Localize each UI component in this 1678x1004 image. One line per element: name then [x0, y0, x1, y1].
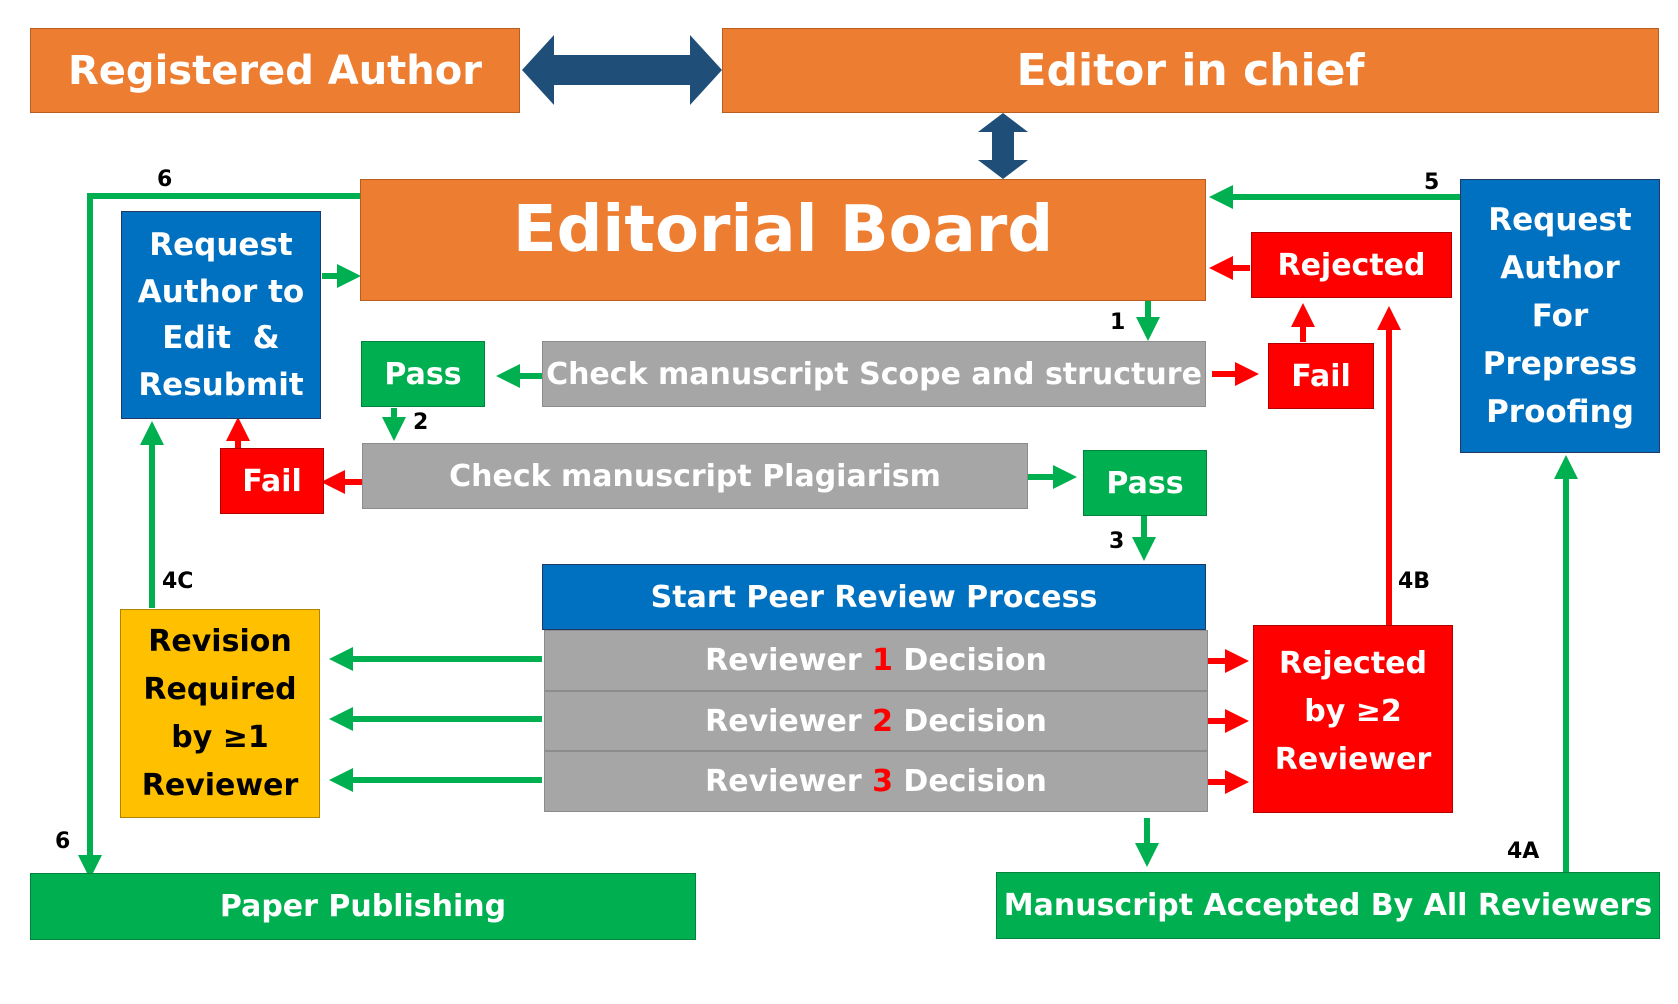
request-author-edit-box: Request Author to Edit & Resubmit [121, 211, 321, 419]
step-label-2: 2 [413, 410, 429, 435]
request-edit-line: Author to [137, 273, 305, 310]
manuscript-accepted-box: Manuscript Accepted By All Reviewers [996, 872, 1660, 939]
step-label-1: 1 [1110, 310, 1126, 335]
decision-word: Decision [903, 703, 1047, 739]
registered-author-box: Registered Author [30, 28, 520, 113]
editor-in-chief-label: Editor in chief [1016, 45, 1365, 96]
check-plagiarism-label: Check manuscript Plagiarism [449, 458, 941, 494]
rejected-label: Rejected [1277, 247, 1426, 283]
pass-scope-box: Pass [361, 341, 485, 407]
editorial-board-box: Editorial Board [360, 179, 1206, 301]
pass-plagiarism-box: Pass [1083, 450, 1207, 516]
reviewer-3-decision-box: Reviewer 3 Decision [544, 751, 1208, 812]
rejected-by-2-line: by ≥2 [1304, 694, 1402, 729]
revision-required-box: Revision Required by ≥1 Reviewer [120, 609, 320, 818]
rejected-by-2-box: Rejected by ≥2 Reviewer [1253, 625, 1453, 813]
pass-scope-label: Pass [384, 356, 462, 392]
editor-board-double-arrow [978, 113, 1028, 179]
reviewer-number: 1 [872, 643, 893, 678]
start-peer-review-box: Start Peer Review Process [542, 564, 1206, 630]
reviewer-word: Reviewer [705, 643, 862, 678]
revision-line: Revision [148, 623, 292, 659]
fail-plagiarism-label: Fail [242, 463, 302, 499]
arrow-board-to-publishing [78, 193, 360, 879]
revision-line: Reviewer [141, 767, 299, 803]
paper-publishing-box: Paper Publishing [30, 873, 696, 940]
reviewer-number: 3 [872, 764, 893, 799]
pass-plagiarism-label: Pass [1106, 465, 1184, 501]
check-plagiarism-box: Check manuscript Plagiarism [362, 443, 1028, 509]
check-scope-label: Check manuscript Scope and structure [546, 356, 1202, 392]
request-prepress-line: Author [1500, 249, 1620, 286]
decision-word: Decision [903, 764, 1047, 799]
revision-line: Required [143, 671, 297, 707]
fail-plagiarism-box: Fail [220, 448, 324, 514]
fail-scope-box: Fail [1268, 343, 1374, 409]
step-label-5: 5 [1424, 170, 1440, 195]
rejected-box: Rejected [1251, 232, 1452, 298]
editorial-board-label: Editorial Board [512, 193, 1054, 267]
rejected-by-2-line: Reviewer [1274, 742, 1432, 777]
request-prepress-line: Proofing [1486, 394, 1634, 431]
step-label-6-top: 6 [157, 167, 173, 192]
registered-author-label: Registered Author [68, 47, 482, 94]
request-edit-line: Request [149, 227, 293, 263]
start-peer-review-label: Start Peer Review Process [650, 579, 1098, 615]
step-label-6-bottom: 6 [55, 829, 71, 854]
reviewer-word: Reviewer [705, 703, 862, 739]
rejected-by-2-line: Rejected [1278, 646, 1428, 681]
step-label-4c: 4C [162, 569, 194, 594]
reviewer-number: 2 [872, 703, 893, 739]
request-prepress-line: Request [1488, 201, 1632, 238]
reviewer-1-decision-box: Reviewer 1 Decision [544, 630, 1208, 691]
fail-scope-label: Fail [1291, 358, 1351, 394]
step-label-3: 3 [1109, 529, 1125, 554]
decision-word: Decision [903, 643, 1047, 678]
editor-in-chief-box: Editor in chief [722, 28, 1659, 113]
manuscript-accepted-label: Manuscript Accepted By All Reviewers [1003, 888, 1653, 923]
reviewer-2-decision-box: Reviewer 2 Decision [544, 691, 1208, 751]
request-edit-line: Edit & [162, 320, 280, 356]
revision-line: by ≥1 [171, 719, 269, 755]
request-prepress-line: Prepress [1482, 346, 1638, 383]
reviewer-word: Reviewer [705, 764, 862, 799]
check-scope-box: Check manuscript Scope and structure [542, 341, 1206, 407]
request-prepress-box: Request Author For Prepress Proofing [1460, 179, 1660, 453]
request-prepress-line: For [1531, 297, 1589, 334]
paper-publishing-label: Paper Publishing [219, 889, 507, 924]
request-edit-line: Resubmit [138, 366, 304, 403]
step-label-4b: 4B [1398, 569, 1431, 594]
step-label-4a: 4A [1507, 839, 1540, 864]
author-editor-double-arrow [522, 35, 722, 105]
